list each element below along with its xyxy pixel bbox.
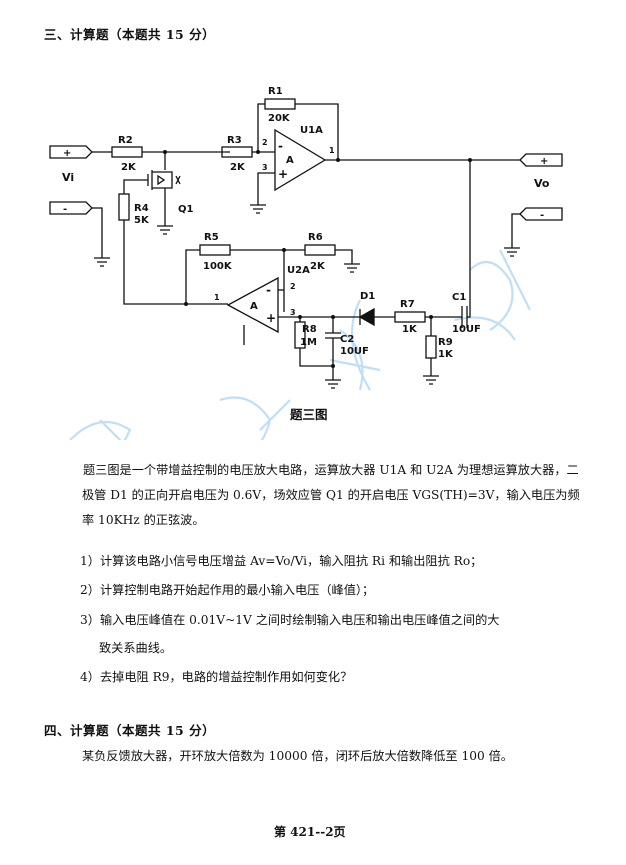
problem4-text: 某负反馈放大器，开环放大倍数为 10000 倍，闭环后放大倍数降低至 100 倍… <box>82 749 513 763</box>
svg-text:R7: R7 <box>400 299 415 310</box>
figure-caption: 题三图 <box>290 407 328 422</box>
svg-text:5K: 5K <box>134 215 150 226</box>
svg-text:-: - <box>278 139 283 153</box>
resistor-r1 <box>264 98 296 110</box>
page-number: 第 421--2页 <box>274 825 346 839</box>
svg-text:C2: C2 <box>340 334 354 345</box>
svg-text:10UF: 10UF <box>340 346 369 357</box>
question-2: 2）计算控制电路开始起作用的最小输入电压（峰值）； <box>80 583 375 597</box>
svg-text:-: - <box>540 210 544 221</box>
svg-text:1: 1 <box>214 293 220 302</box>
svg-text:1: 1 <box>329 146 335 155</box>
svg-text:R2: R2 <box>118 135 133 146</box>
svg-text:3: 3 <box>262 163 268 172</box>
question-3-line1: 3）输入电压峰值在 0.01V~1V 之间时绘制输入电压和输出电压峰值之间的大 <box>80 613 500 627</box>
svg-text:20K: 20K <box>268 113 291 124</box>
svg-text:10UF: 10UF <box>452 324 481 335</box>
svg-text:2K: 2K <box>310 261 326 272</box>
vi-terminal-minus: - <box>49 201 93 215</box>
svg-text:R5: R5 <box>204 232 219 243</box>
svg-text:100K: 100K <box>203 261 233 272</box>
svg-text:R3: R3 <box>227 135 242 146</box>
svg-text:2: 2 <box>262 138 268 147</box>
svg-text:2K: 2K <box>230 162 246 173</box>
resistor-r7 <box>394 311 426 323</box>
svg-text:A: A <box>250 301 258 312</box>
svg-text:1M: 1M <box>300 337 317 348</box>
svg-text:1K: 1K <box>402 324 418 335</box>
svg-text:R6: R6 <box>308 232 323 243</box>
section-4-title: 四、计算题（本题共 15 分） <box>44 723 216 738</box>
resistor-r9 <box>425 335 437 359</box>
svg-text:-: - <box>63 204 67 215</box>
svg-text:A: A <box>286 155 294 166</box>
opamp-u2a <box>226 276 279 334</box>
vi-label: Vi <box>62 171 74 184</box>
svg-text:2K: 2K <box>121 162 137 173</box>
capacitor-c1 <box>455 160 471 328</box>
vo-label: Vo <box>534 177 550 190</box>
svg-text:D1: D1 <box>360 291 375 302</box>
svg-text:-: - <box>266 283 271 297</box>
section-3-title: 三、计算题（本题共 15 分） <box>44 27 216 42</box>
resistor-r2 <box>111 146 143 158</box>
svg-text:U2A: U2A <box>287 265 310 276</box>
resistor-r4 <box>118 193 130 221</box>
svg-text:+: + <box>266 311 276 325</box>
resistor-r5 <box>199 244 231 256</box>
svg-text:R4: R4 <box>134 203 149 214</box>
vo-terminal-plus: + <box>519 153 563 167</box>
vo-terminal-minus: - <box>519 207 563 221</box>
svg-text:+: + <box>278 167 288 181</box>
vi-plus-sign: + <box>63 148 71 159</box>
svg-text:Q1: Q1 <box>178 204 194 215</box>
svg-text:R9: R9 <box>438 337 453 348</box>
problem3-intro: 题三图是一个带增益控制的电压放大电路，运算放大器 U1A 和 U2A 为理想运算… <box>82 463 580 527</box>
question-3-line2: 致关系曲线。 <box>99 641 173 655</box>
question-1: 1）计算该电路小信号电压增益 Av=Vo/Vi，输入阻抗 Ri 和输出阻抗 Ro… <box>80 554 483 568</box>
question-4: 4）去掉电阻 R9，电路的增益控制作用如何变化？ <box>80 670 353 684</box>
circuit-diagram: + Vi - R2 2K R3 2K A - + 2 3 1 U1A R1 20… <box>49 86 563 440</box>
vi-terminal-plus: + <box>49 145 93 159</box>
opamp-u1a <box>274 128 327 192</box>
ground-symbol <box>94 257 110 267</box>
resistor-r6 <box>304 244 336 256</box>
svg-text:2: 2 <box>290 282 296 291</box>
diode-d1 <box>355 307 375 327</box>
watermark <box>69 249 531 440</box>
svg-text:R1: R1 <box>268 86 283 97</box>
capacitor-c2 <box>325 317 341 380</box>
svg-text:+: + <box>540 156 548 167</box>
svg-text:C1: C1 <box>452 292 466 303</box>
svg-text:R8: R8 <box>302 324 317 335</box>
svg-text:U1A: U1A <box>300 125 323 136</box>
svg-text:1K: 1K <box>438 349 454 360</box>
svg-text:3: 3 <box>290 308 296 317</box>
fet-q1 <box>147 170 181 190</box>
